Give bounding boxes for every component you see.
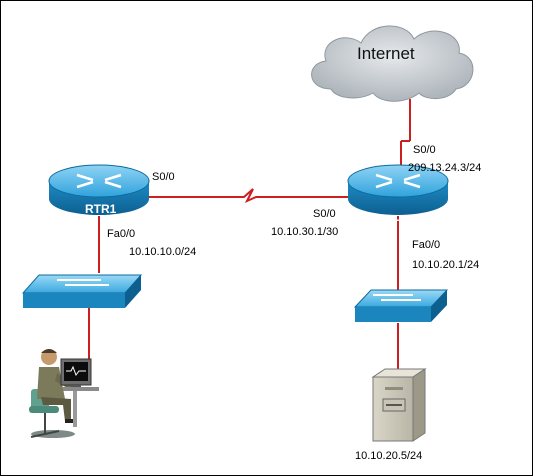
router-rtr1-icon <box>48 164 150 215</box>
server-icon <box>371 368 427 442</box>
internet-cloud-icon <box>311 25 474 102</box>
rtr2-fa00-interface-label: Fa0/0 <box>412 239 441 251</box>
pc-user-icon <box>29 349 99 438</box>
switch-2-icon <box>353 289 449 322</box>
internet-label: Internet <box>357 44 415 63</box>
links <box>88 99 411 373</box>
rtr2-s00-internet-interface-label: S0/0 <box>413 144 436 156</box>
rtr2-fa00-ip-label: 10.10.20.1/24 <box>412 259 480 271</box>
rtr2-s00-wan-ip-label: 10.10.30.1/30 <box>271 226 339 238</box>
rtr2-s00-internet-ip-label: 209.13.24.3/24 <box>408 162 482 174</box>
serial-link-rtr1-rtr2 <box>149 188 349 204</box>
server-ip-label: 10.10.20.5/24 <box>355 450 423 462</box>
switch-1-icon <box>21 274 143 308</box>
rtr1-label: RTR1 <box>85 202 117 216</box>
rtr1-fa00-interface-label: Fa0/0 <box>107 228 136 240</box>
rtr1-fa00-network-label: 10.10.10.0/24 <box>129 246 197 258</box>
rtr1-s00-interface-label: S0/0 <box>152 171 175 183</box>
rtr2-s00-wan-interface-label: S0/0 <box>313 208 336 220</box>
rtr2-label: RTR2 <box>383 217 415 231</box>
router-rtr2-icon <box>347 164 449 215</box>
router-arrows-icon <box>375 173 421 189</box>
router-arrows-icon <box>76 173 122 189</box>
